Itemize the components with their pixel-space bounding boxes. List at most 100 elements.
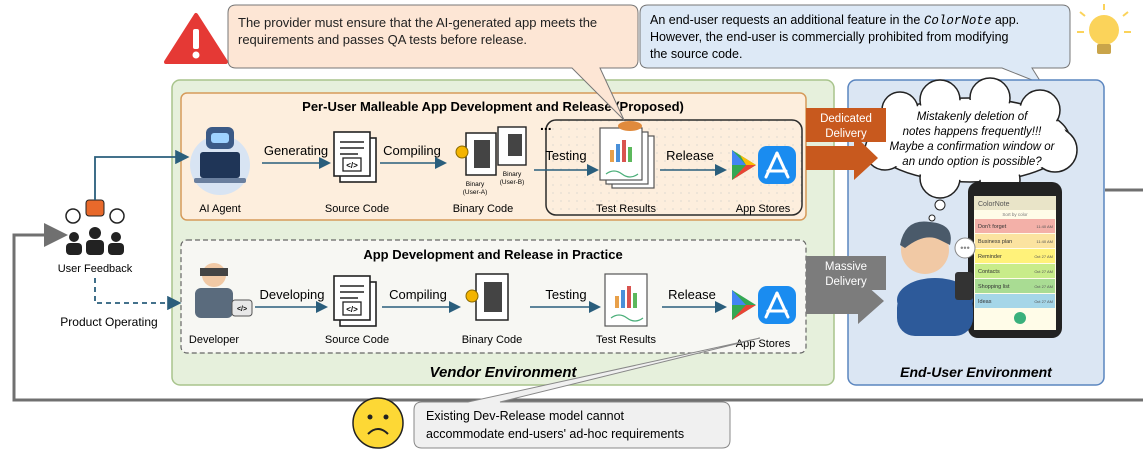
phone-note-row [975, 294, 1055, 308]
developer-icon: </> [195, 263, 253, 318]
compiling-label: Compiling [383, 143, 441, 158]
enduser-request-line3: the source code. [650, 47, 742, 61]
dedicated-delivery-line1: Dedicated [820, 113, 872, 125]
app-stores-label-practice: App Stores [736, 338, 791, 350]
binary-b-sub: (User-B) [500, 179, 525, 186]
phone-note-time: Oct 27 AM [1034, 254, 1053, 259]
svg-text:</>: </> [237, 306, 247, 313]
generating-label: Generating [264, 143, 328, 158]
test-results-label-practice: Test Results [596, 334, 656, 346]
testing-label: Testing [545, 148, 586, 163]
enduser-request-text-2: app. [995, 13, 1019, 27]
binary-code-label-practice: Binary Code [462, 334, 523, 346]
release-label-practice: Release [668, 287, 716, 302]
enduser-request-text-1: An end-user requests an additional featu… [650, 13, 920, 27]
existing-model-line2: accommodate end-users' ad-hoc requiremen… [426, 427, 684, 441]
release-label: Release [666, 148, 714, 163]
phone-note-row [975, 234, 1055, 248]
phone-icon: ColorNote Sort by color Don't forget 11:4… [968, 182, 1062, 338]
phone-notes-list: Don't forget 11:40 AM Business plan 11:40 A… [975, 219, 1055, 308]
vendor-environment-label: Vendor Environment [430, 364, 578, 381]
user-feedback-label: User Feedback [58, 263, 133, 275]
sad-face-icon [352, 397, 404, 449]
binary-a-sub: (User-A) [463, 189, 488, 196]
play-store-icon-practice [732, 290, 756, 320]
feedback-to-practice-arrow [94, 278, 182, 311]
massive-delivery-label-box [806, 256, 886, 290]
dedicated-delivery-arrow [806, 135, 878, 180]
binary-code-label: Binary Code [453, 203, 514, 215]
testing-label-practice: Testing [545, 287, 586, 302]
phone-app-title: ColorNote [978, 201, 1010, 208]
phone-note-title: Don't forget [978, 224, 1007, 230]
phone-note-row [975, 264, 1055, 278]
binary-a-label: Binary [466, 181, 485, 188]
phone-note-row [975, 249, 1055, 263]
binary-code-icon [455, 126, 527, 176]
phone-note-title: Business plan [978, 239, 1012, 245]
feedback-loop-line [12, 188, 1143, 402]
app-stores-label: App Stores [736, 203, 791, 215]
robot-icon [190, 127, 250, 195]
enduser-request-line1: An end-user requests an additional featu… [650, 13, 1019, 28]
source-code-icon: </> [333, 131, 377, 183]
binary-code-icon-practice [465, 273, 509, 321]
phone-note-title: Contacts [978, 269, 1000, 275]
developer-label: Developer [189, 334, 239, 346]
practice-title: App Development and Release in Practice [363, 247, 622, 262]
source-code-label: Source Code [325, 203, 389, 215]
massive-delivery-line2: Delivery [825, 276, 867, 288]
massive-delivery-line1: Massive [825, 261, 867, 273]
user-feedback-icon [65, 199, 125, 255]
provider-callout-text-wrap: The provider must ensure that the AI-gen… [238, 15, 598, 47]
svg-text:•••: ••• [960, 243, 969, 253]
svg-text:</>: </> [346, 305, 358, 314]
phone-note-time: 11:40 AM [1036, 224, 1053, 229]
ai-agent-label: AI Agent [199, 203, 241, 215]
play-store-icon [732, 150, 756, 180]
phone-note-row [975, 279, 1055, 293]
provider-callout [227, 4, 639, 121]
app-store-icon [758, 146, 796, 184]
compiling-label-practice: Compiling [389, 287, 447, 302]
source-code-icon-practice: </> [333, 275, 377, 327]
dedicated-delivery-label-box [806, 108, 886, 142]
binary-b-label: Binary [503, 171, 522, 178]
app-store-icon-practice [758, 286, 796, 324]
phone-note-time: Oct 27 AM [1034, 269, 1053, 274]
thought-line4: an undo option is possible? [902, 156, 1042, 168]
thought-line1: Mistakenly deletion of [917, 111, 1029, 123]
lightbulb-icon [1077, 4, 1131, 54]
proposed-title: Per-User Malleable App Development and R… [302, 99, 684, 114]
provider-callout-text: The provider must ensure that the AI-gen… [238, 15, 598, 47]
source-code-label-practice: Source Code [325, 334, 389, 346]
enduser-request-app-name: ColorNote [924, 14, 992, 28]
thought-line2: notes happens frequently!!! [903, 126, 1043, 138]
thought-bubble [864, 77, 1078, 222]
enduser-environment-label: End-User Environment [900, 364, 1053, 380]
developing-label: Developing [259, 287, 324, 302]
ellipsis-label: ... [540, 117, 552, 133]
phone-note-time: 11:40 AM [1036, 239, 1053, 244]
test-results-icon-practice [604, 273, 648, 327]
phone-note-title: Reminder [978, 254, 1002, 260]
svg-text:</>: </> [346, 161, 358, 170]
enduser-request-callout [639, 4, 1071, 86]
phone-note-title: Ideas [978, 299, 992, 305]
feedback-to-proposed-arrow [94, 149, 190, 200]
phone-sort-label: Sort by color [1002, 212, 1028, 217]
test-results-icon [599, 121, 655, 189]
phone-note-row [975, 219, 1055, 233]
person-icon: ••• [897, 221, 976, 336]
warning-icon [164, 13, 228, 64]
enduser-request-line2: However, the end-user is commercially pr… [650, 30, 1009, 44]
existing-model-line1: Existing Dev-Release model cannot [426, 409, 625, 423]
thought-line3: Maybe a confirmation window or [890, 141, 1056, 153]
product-operating-label: Product Operating [60, 315, 157, 329]
phone-note-time: Oct 27 AM [1034, 284, 1053, 289]
existing-model-callout [413, 337, 761, 449]
phone-note-time: Oct 27 AM [1034, 299, 1053, 304]
dedicated-delivery-line2: Delivery [825, 128, 867, 140]
phone-note-title: Shopping list [978, 284, 1010, 290]
